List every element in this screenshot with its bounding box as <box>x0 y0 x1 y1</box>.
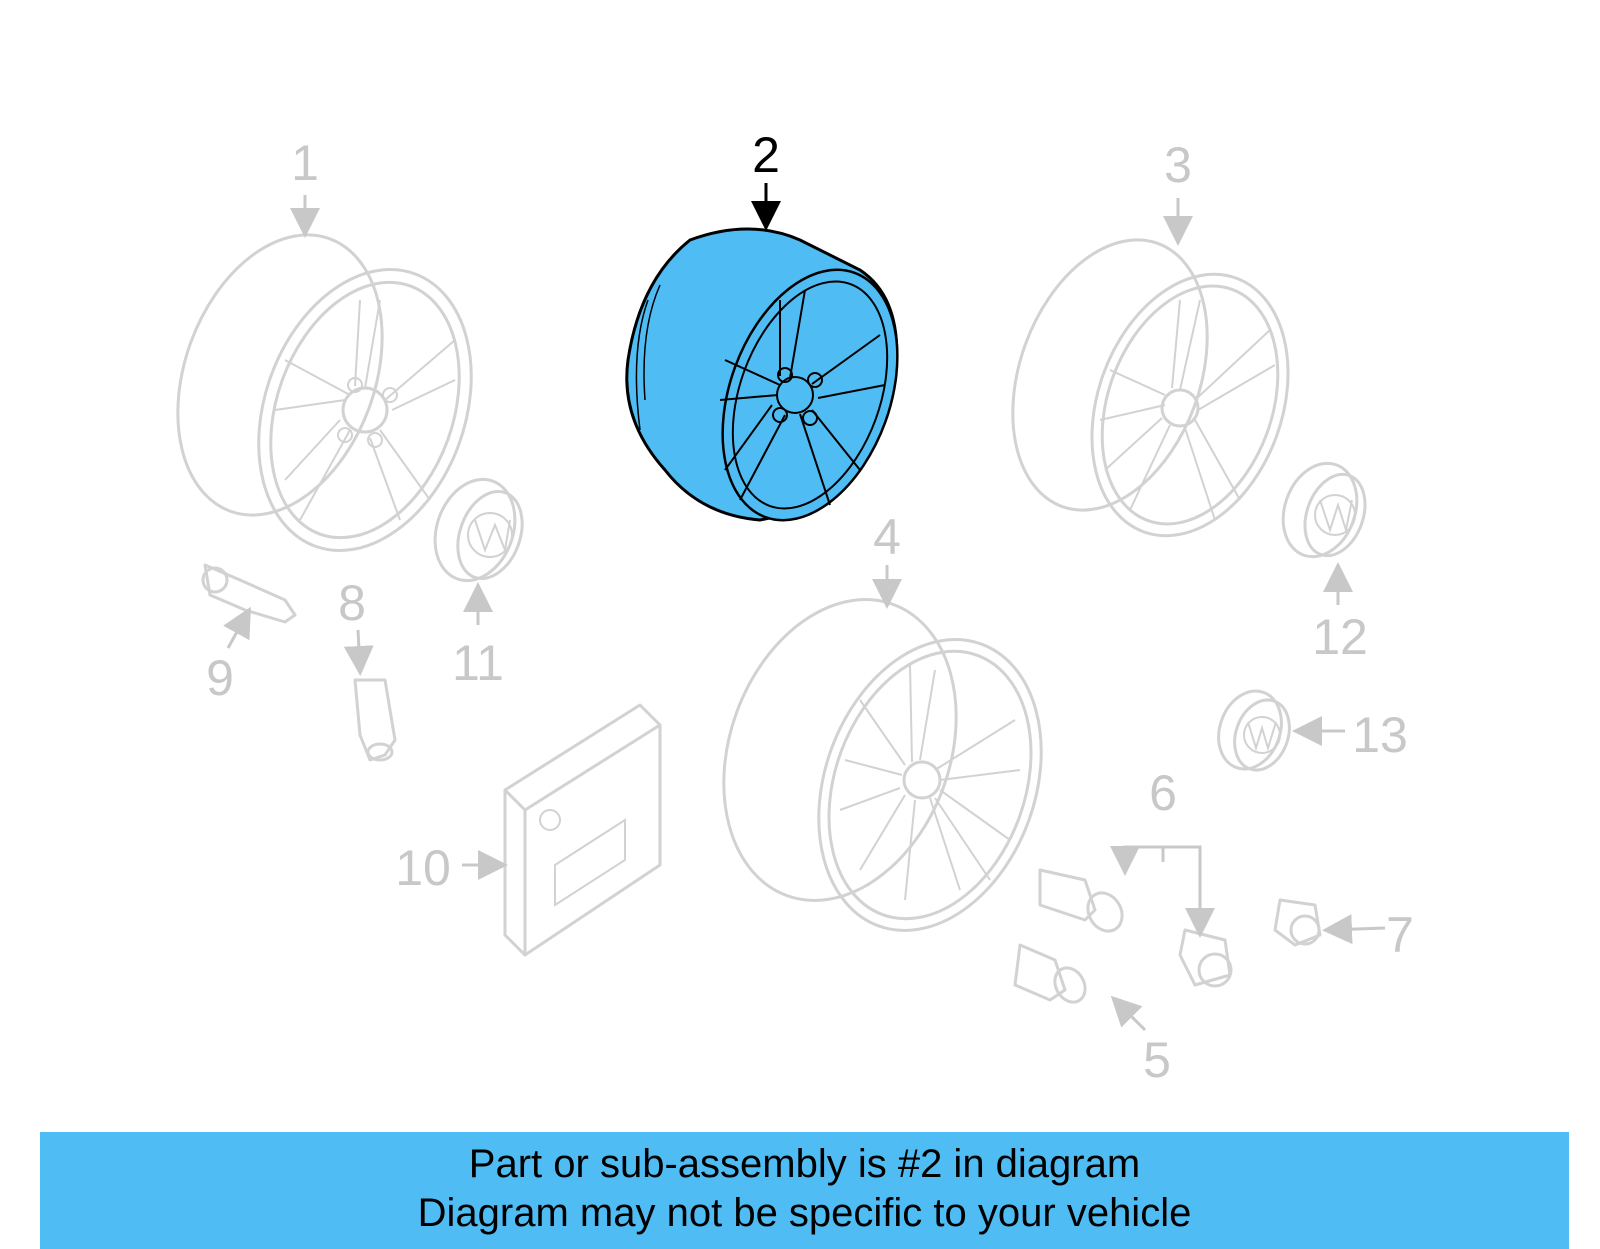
leader-5 <box>1110 995 1147 1032</box>
leader-7 <box>1322 914 1386 945</box>
banner-line-1: Part or sub-assembly is #2 in diagram <box>468 1142 1141 1186</box>
callout-13: 13 <box>1352 707 1408 763</box>
bolt-6[interactable] <box>1038 868 1129 937</box>
center-cap-13[interactable] <box>1208 682 1299 778</box>
callout-9: 9 <box>206 650 234 706</box>
wheel-4[interactable] <box>684 567 1080 962</box>
callout-6: 6 <box>1149 765 1177 821</box>
center-cap-11[interactable] <box>422 468 534 592</box>
callout-3: 3 <box>1164 137 1192 193</box>
bolt-5[interactable] <box>1013 943 1091 1008</box>
leader-9 <box>223 606 251 649</box>
callout-10: 10 <box>395 840 451 896</box>
banner-line-2: Diagram may not be specific to your vehi… <box>417 1191 1192 1235</box>
valve-8[interactable] <box>353 678 397 762</box>
wheel-3[interactable] <box>978 213 1323 564</box>
callout-7: 7 <box>1386 907 1414 963</box>
callout-2: 2 <box>752 127 780 183</box>
callout-12: 12 <box>1312 609 1368 665</box>
nut-6[interactable] <box>1178 928 1233 988</box>
center-cap-12[interactable] <box>1271 453 1376 567</box>
leader-8 <box>343 629 374 676</box>
label-10[interactable] <box>503 703 662 957</box>
wheel-1[interactable] <box>141 206 508 580</box>
callout-11: 11 <box>452 635 504 691</box>
callout-8: 8 <box>338 575 366 631</box>
callout-4: 4 <box>873 509 901 565</box>
sensor-9[interactable] <box>201 563 297 624</box>
lock-nut-7[interactable] <box>1273 898 1322 947</box>
callout-1: 1 <box>291 135 319 191</box>
wheel-2-highlighted[interactable] <box>625 227 930 545</box>
info-banner: Part or sub-assembly is #2 in diagram Di… <box>40 1132 1569 1249</box>
callout-5: 5 <box>1143 1032 1171 1088</box>
